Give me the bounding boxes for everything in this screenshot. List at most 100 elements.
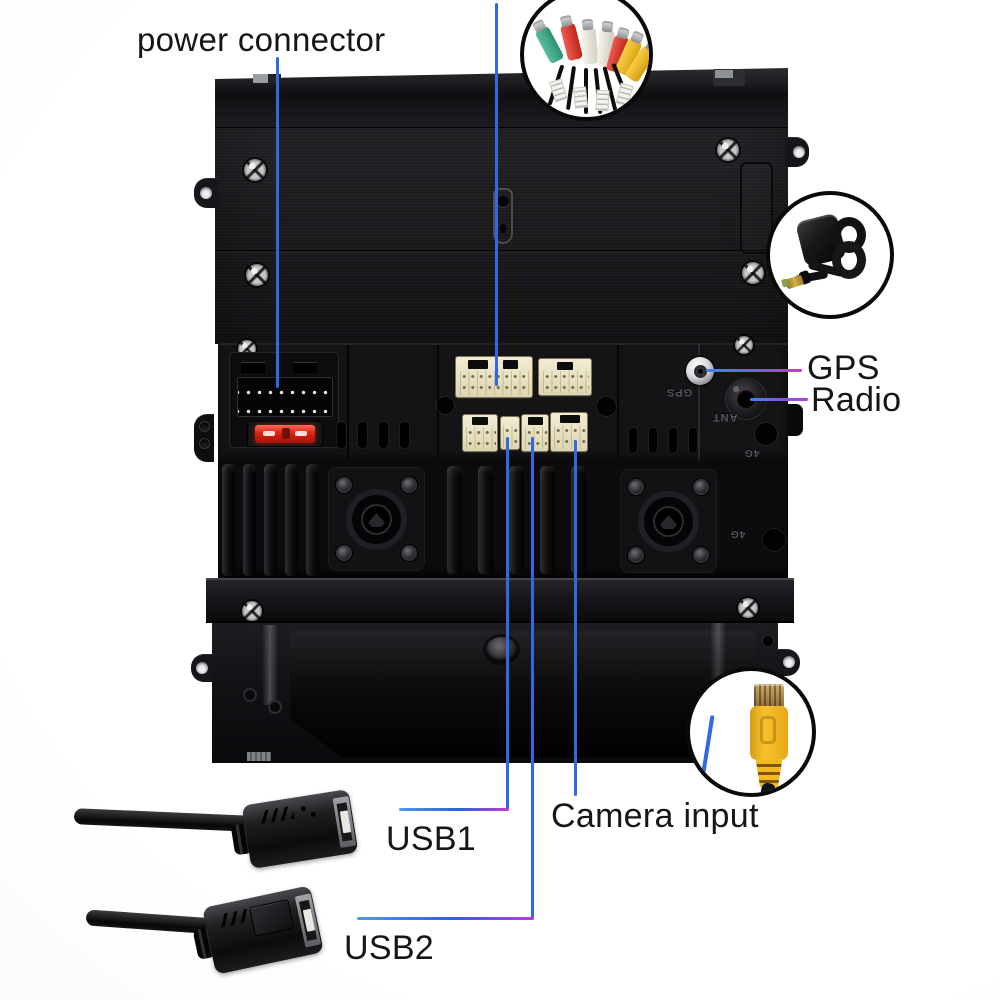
gps-jack-pin (698, 369, 703, 374)
top-strip-notch-dark (268, 74, 281, 83)
leader-line-usb2-horizontal (357, 917, 534, 920)
label-usb2: USB2 (344, 929, 435, 967)
band-seam (617, 345, 619, 459)
cable-tag (595, 89, 610, 112)
chassis-hole (755, 423, 777, 445)
mounting-ear-hole (793, 146, 805, 158)
usb1-cable (73, 808, 253, 832)
mount-screw-icon (336, 477, 352, 493)
screw-icon (738, 598, 758, 618)
chassis-hole (437, 397, 454, 414)
mount-core (361, 504, 392, 535)
screw-icon (742, 262, 764, 284)
leader-line-power (276, 57, 279, 388)
chassis-hole (763, 636, 773, 646)
screw-icon (246, 264, 268, 286)
socket-pins (554, 425, 586, 449)
label-power-connector: power connector (137, 21, 386, 58)
vent-slot (629, 428, 637, 453)
socket-pins (466, 427, 496, 449)
rca-av-harness-icon (520, 0, 653, 121)
radio-jack-hole (737, 390, 755, 408)
top-strip-notch (253, 74, 268, 83)
power-connector-assembly (229, 352, 339, 448)
mounting-ear-hole (783, 656, 795, 668)
heatsink-fin (509, 466, 524, 574)
heatsink-fin (285, 464, 298, 576)
molded-marking-smudge (247, 752, 271, 761)
reflective-strip (262, 625, 278, 705)
molded-marking-ant: ANT (712, 411, 738, 423)
heatsink-fin (306, 464, 319, 576)
top-strip-tab-light (715, 70, 733, 78)
bracket-hole (199, 438, 210, 449)
keyhole-slot (493, 188, 513, 244)
rca-plug-green (534, 25, 565, 65)
leader-line-gps (706, 369, 802, 372)
vent-slot (669, 428, 677, 453)
rca-body-detail (760, 716, 776, 744)
cable-tag (572, 86, 589, 109)
leader-line-usb2-vertical (531, 437, 534, 919)
mount-screw-icon (401, 477, 417, 493)
harness-socket-secondary (538, 358, 592, 396)
label-radio: Radio (811, 381, 902, 419)
round-mount (620, 469, 717, 573)
mount-ring (346, 489, 407, 550)
vent-slot (400, 422, 409, 448)
rivet (243, 688, 257, 702)
fuse-window (295, 431, 307, 436)
rca-plug-white (580, 27, 599, 65)
latch-tab (293, 362, 317, 373)
mount-screw-icon (336, 545, 352, 561)
screw-icon (244, 159, 266, 181)
side-tab (787, 404, 803, 436)
recessed-panel-outline (740, 162, 773, 254)
leader-line-radio (750, 398, 808, 401)
chassis-top-strip (215, 68, 788, 130)
mounting-ear-hole (196, 662, 208, 674)
gps-cable-coil (832, 241, 866, 279)
vent-slot (358, 422, 367, 448)
socket-latch-slot (503, 360, 518, 369)
screw-icon (717, 139, 739, 161)
usb2-connector (192, 885, 324, 975)
oval-button (486, 637, 517, 662)
keyhole-hole (497, 196, 509, 208)
fuse-window (263, 431, 275, 436)
main-plate-seam (215, 250, 788, 253)
rca-yellow-body (750, 706, 788, 760)
keyhole-stem (500, 224, 506, 233)
vent-slot (649, 428, 657, 453)
radio-jack-glint (733, 386, 739, 392)
screw-icon (735, 336, 753, 354)
vent-slot (337, 422, 346, 448)
socket-latch-slot (472, 417, 488, 425)
harness-socket-small (462, 414, 498, 452)
harness-socket-usb1 (500, 416, 520, 450)
heatsink-fin (264, 464, 277, 576)
chassis-hole (763, 529, 785, 551)
harness-socket-camera (550, 412, 588, 452)
usb1-connector (230, 788, 359, 870)
molded-marking-4g: 4G (744, 447, 760, 458)
socket-pins (525, 427, 547, 449)
molded-marking-4g: 4G (730, 528, 746, 539)
heatsink-fin (540, 466, 555, 574)
mount-screw-icon (693, 547, 709, 563)
gps-antenna-icon (766, 191, 894, 319)
mount-screw-icon (628, 547, 644, 563)
chassis-lip (206, 578, 794, 623)
socket-latch-slot (468, 360, 488, 369)
power-pin-block (237, 377, 333, 417)
mount-screw-icon (693, 479, 709, 495)
socket-latch-slot (528, 417, 543, 425)
heatsink-fin (478, 466, 493, 574)
leader-line-harness (495, 3, 498, 386)
rivet (268, 700, 282, 714)
socket-latch-slot (560, 415, 580, 423)
socket-latch-slot (557, 362, 573, 370)
vent-slot (689, 428, 697, 453)
callout-leader-stub (699, 715, 715, 785)
